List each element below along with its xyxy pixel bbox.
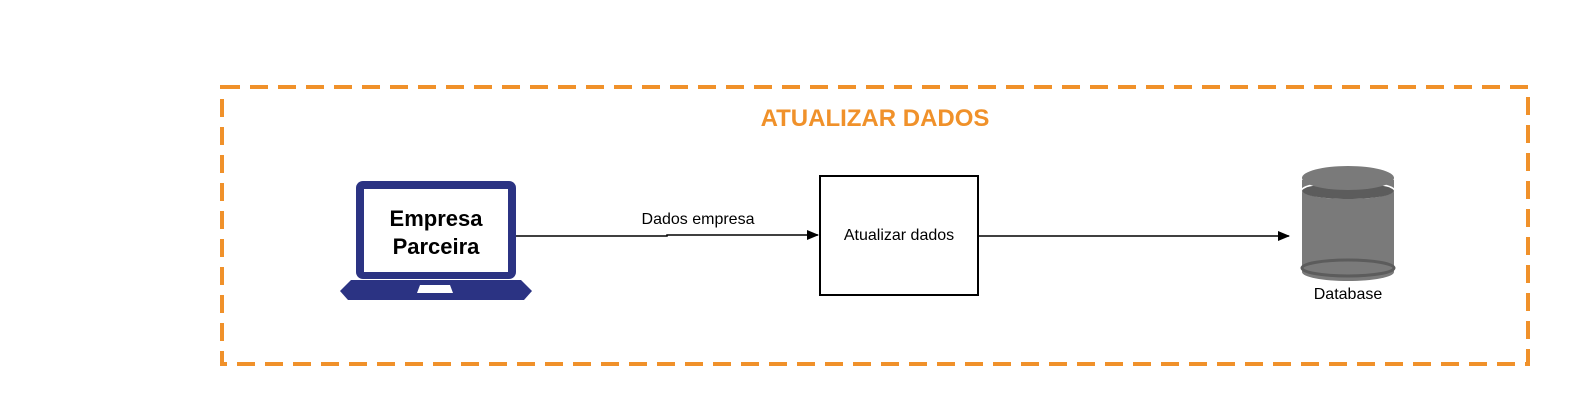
- edge-label: Dados empresa: [642, 211, 755, 228]
- laptop-trackpad: [417, 285, 453, 293]
- group-boundary: [220, 85, 1530, 366]
- arrow-laptop-to-process: [516, 230, 819, 240]
- database-icon[interactable]: Database: [1300, 166, 1396, 303]
- laptop-label-line2: Parceira: [393, 234, 481, 259]
- database-top: [1302, 166, 1394, 190]
- group-title: ATUALIZAR DADOS: [761, 105, 990, 132]
- database-body: [1302, 180, 1394, 281]
- process-box-label: Atualizar dados: [844, 227, 954, 244]
- database-bottom-band: [1300, 258, 1396, 278]
- process-box-rect: [819, 175, 979, 296]
- laptop-icon[interactable]: Empresa Parceira: [340, 181, 532, 300]
- process-box[interactable]: Atualizar dados: [819, 175, 979, 296]
- database-label: Database: [1314, 286, 1383, 303]
- laptop-screen: [364, 189, 508, 272]
- laptop-label-line1: Empresa: [390, 206, 484, 231]
